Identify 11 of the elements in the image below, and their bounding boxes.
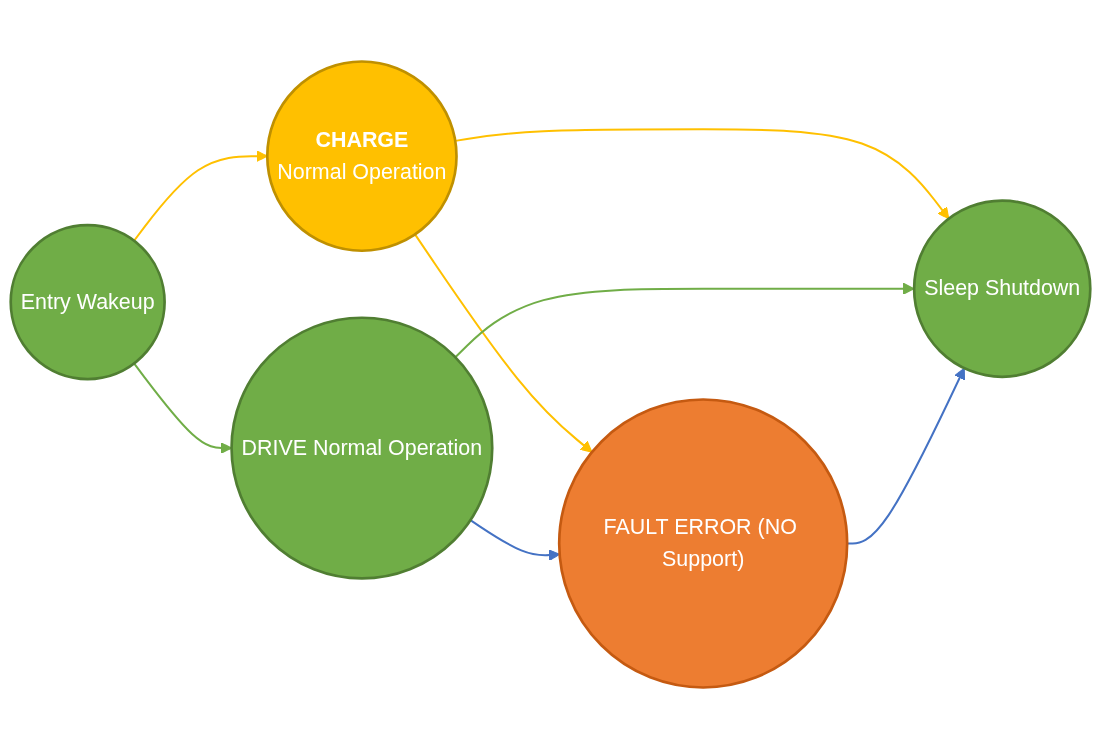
arrow <box>414 233 593 453</box>
arrow <box>133 150 268 242</box>
arrow <box>455 128 950 220</box>
node-circle: Entry Wakeup <box>9 223 166 381</box>
node-circle: DRIVE Normal Operation <box>230 316 494 580</box>
node-circle: Sleep Shutdown <box>912 199 1092 379</box>
arrow <box>454 282 915 358</box>
arrow <box>469 519 561 561</box>
node-circle: FAULT ERROR (NO Support) <box>557 398 849 689</box>
arrow <box>847 367 966 545</box>
node-circle: CHARGE Normal Operation <box>265 60 458 253</box>
